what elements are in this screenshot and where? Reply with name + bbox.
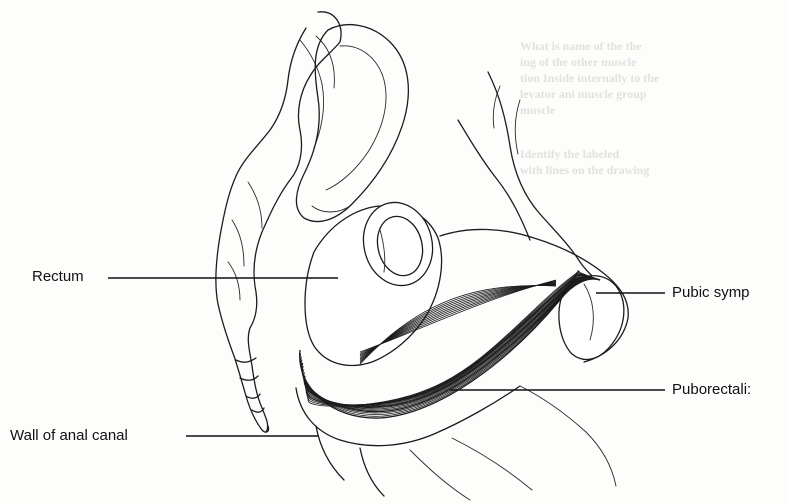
ilium-wing (296, 25, 408, 222)
label-wall-of-anal-canal: Wall of anal canal (10, 427, 128, 445)
sacrum-coccyx (216, 12, 341, 432)
label-puborectalis: Puborectali: (672, 381, 751, 399)
anal-canal-wall (296, 386, 616, 500)
label-rectum: Rectum (32, 268, 84, 286)
label-pubic-symphysis: Pubic symp (672, 284, 750, 302)
